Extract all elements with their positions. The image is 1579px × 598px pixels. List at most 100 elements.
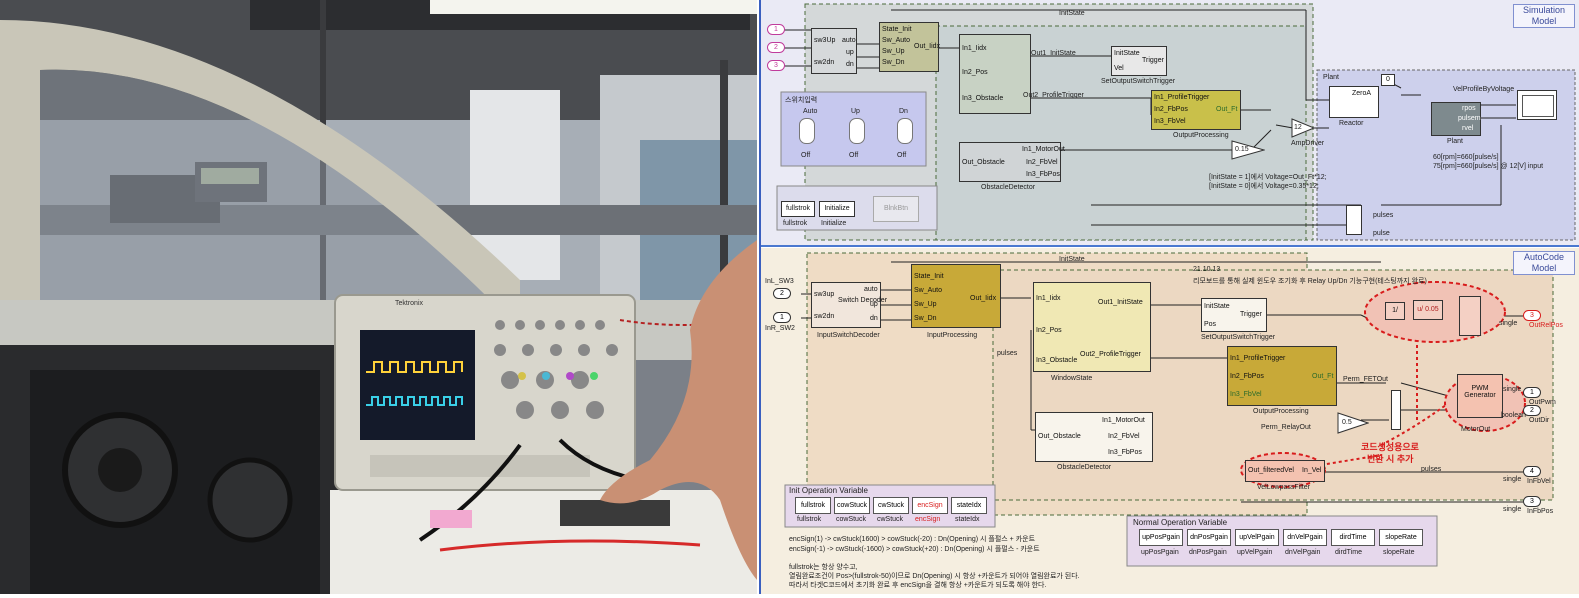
auto-ws-in2: In2_Pos bbox=[1036, 327, 1062, 334]
normal-var-dnVelPgain[interactable]: dnVelPgain bbox=[1283, 529, 1327, 546]
auto-ws-caption: WindowState bbox=[1051, 375, 1093, 382]
normal-var-dirdTime-label: dirdTime bbox=[1335, 549, 1362, 556]
auto-lowpass-filter[interactable]: Out_filteredVel In_Vel bbox=[1245, 460, 1325, 482]
sim-od-in3: In3_FbPos bbox=[1026, 171, 1060, 178]
normal-var-slopeRate[interactable]: slopeRate bbox=[1379, 529, 1423, 546]
sim-sd-out-up: up bbox=[846, 49, 854, 56]
auto-annotation-line2: 변환 시 추가 bbox=[1367, 454, 1414, 464]
sim-title-line2: Model bbox=[1531, 16, 1557, 26]
auto-sd-out3: dn bbox=[870, 315, 878, 322]
auto-inport-1[interactable]: 2 bbox=[773, 288, 791, 299]
sim-switch-decoder[interactable]: sw3Up sw2dn auto up dn bbox=[811, 28, 857, 74]
auto-outport-fbpos[interactable]: 3 bbox=[1523, 496, 1541, 507]
sim-scope-screen bbox=[1522, 95, 1554, 117]
init-var-cwstuck[interactable]: cwStuck bbox=[873, 497, 909, 514]
auto-title-line2: Model bbox=[1531, 263, 1557, 273]
normal-var-upVelPgain[interactable]: upVelPgain bbox=[1235, 529, 1279, 546]
auto-outport-pwm[interactable]: 1 bbox=[1523, 387, 1541, 398]
auto-sd-out1: auto bbox=[864, 286, 878, 293]
sim-pulses-label: pulses bbox=[1373, 212, 1394, 219]
auto-relpos-sum[interactable] bbox=[1459, 296, 1481, 336]
auto-outport-relpos[interactable]: 3 bbox=[1523, 310, 1541, 321]
sim-plant-port-rpos: rpos bbox=[1462, 105, 1476, 112]
auto-od-name: ObstacleDetector bbox=[1057, 464, 1112, 471]
auto-outport-relpos-type: single bbox=[1499, 320, 1518, 327]
sim-demux-block[interactable] bbox=[1346, 205, 1362, 235]
sim-toggle-auto[interactable] bbox=[799, 118, 815, 144]
sim-gain-block[interactable] bbox=[1231, 140, 1265, 160]
sim-plant-const[interactable]: 0 bbox=[1381, 74, 1395, 86]
sim-blank-button[interactable]: BlnkBtn bbox=[873, 196, 919, 222]
sim-plant-block[interactable]: rpos pulsem rvel bbox=[1431, 102, 1481, 136]
auto-output-processing[interactable]: In1_ProfileTrigger In2_FbPos In3_FbVel O… bbox=[1227, 346, 1337, 406]
sim-window-state[interactable]: In1_Iidx In2_Pos In3_Obstacle bbox=[959, 34, 1031, 114]
init-var-encsign[interactable]: encSign bbox=[912, 497, 948, 514]
auto-outport-dir-label: OutDir bbox=[1529, 417, 1550, 424]
auto-switch-decoder[interactable]: sw3up sw2dn Switch Decoder auto up dn bbox=[811, 282, 887, 328]
auto-pwm-line1: PWM bbox=[1471, 385, 1489, 392]
auto-set-output-switch[interactable]: InitState Pos Trigger bbox=[1201, 298, 1267, 332]
sim-amp-block[interactable] bbox=[1291, 118, 1315, 138]
auto-gain-value: 0.5 bbox=[1342, 419, 1352, 426]
auto-inport-2[interactable]: 1 bbox=[773, 312, 791, 323]
auto-sd-out2: up bbox=[870, 301, 878, 308]
auto-window-state[interactable]: In1_Iidx In2_Pos In3_Obstacle Out1_InitS… bbox=[1033, 282, 1151, 372]
sim-initialize-caption: Initialize bbox=[821, 220, 847, 227]
auto-outport-dir[interactable]: 2 bbox=[1523, 405, 1541, 416]
sim-pulse-note2: 75[rpm]=660[pulse/s] @ 12[V] input bbox=[1433, 163, 1544, 170]
auto-outport-dir-type: boolean bbox=[1501, 412, 1526, 419]
sim-init-note2: [InitState = 0]에서 Voltage=0.35*12; bbox=[1209, 183, 1319, 190]
sim-set-output-switch[interactable]: InitState Vel Trigger bbox=[1111, 46, 1167, 76]
sim-zero-label: ZeroA bbox=[1352, 90, 1372, 97]
sim-inport-auto[interactable]: 1 bbox=[767, 24, 785, 35]
sim-initialize-button[interactable]: Initialize bbox=[819, 201, 855, 217]
normal-var-upPosPgain[interactable]: upPosPgain bbox=[1139, 529, 1183, 546]
auto-relpos-delay[interactable]: 1/ bbox=[1385, 302, 1405, 320]
sim-od-in1: In1_MotorOut bbox=[1022, 146, 1065, 153]
init-var-fullstrok[interactable]: fullstrok bbox=[795, 497, 831, 514]
sim-ws-out2: Out2_ProfileTrigger bbox=[1023, 92, 1084, 99]
sim-sd-out-dn: dn bbox=[846, 61, 854, 68]
sim-sd-in-b: sw2dn bbox=[814, 59, 835, 66]
sim-output-processing[interactable]: In1_ProfileTrigger In2_FbPos In3_FbVel O… bbox=[1151, 90, 1241, 130]
sim-amp-label: AmpDriver bbox=[1291, 140, 1325, 147]
normal-var-dnPosPgain[interactable]: dnPosPgain bbox=[1187, 529, 1231, 546]
auto-mux-block[interactable] bbox=[1391, 390, 1401, 430]
auto-outport-fbvel-type: single bbox=[1503, 476, 1522, 483]
sim-inport-dn[interactable]: 3 bbox=[767, 60, 785, 71]
auto-outport-pwm-type: single bbox=[1503, 386, 1522, 393]
sim-ws-in1: In1_Iidx bbox=[962, 45, 987, 52]
simulink-diagram: Simulation Model InitState 1 2 3 sw3Up s… bbox=[759, 0, 1579, 594]
sim-op-in3: In3_FbVel bbox=[1154, 118, 1186, 125]
sim-so-out: Trigger bbox=[1142, 57, 1164, 64]
auto-sd-name: Switch Decoder bbox=[838, 297, 888, 304]
sim-op-out: Out_Ft bbox=[1216, 106, 1238, 113]
auto-pwm-caption: MotorOut bbox=[1461, 426, 1491, 433]
auto-title-line1: AutoCode bbox=[1523, 252, 1565, 262]
sim-toggle-up[interactable] bbox=[849, 118, 865, 144]
sim-scope-block[interactable] bbox=[1517, 90, 1557, 120]
auto-outport-fbvel[interactable]: 4 bbox=[1523, 466, 1541, 477]
sim-ip-in1: State_Init bbox=[882, 26, 912, 33]
auto-so-in2: Pos bbox=[1204, 321, 1217, 328]
normal-var-dirdTime[interactable]: dirdTime bbox=[1331, 529, 1375, 546]
auto-lpf-in: In_Vel bbox=[1302, 467, 1322, 474]
sim-fullstrok-button[interactable]: fullstrok bbox=[781, 201, 815, 217]
sim-ws-in3: In3_Obstacle bbox=[962, 95, 1004, 102]
init-var-stateidx[interactable]: stateIdx bbox=[951, 497, 987, 514]
full-note-1: fullstrok는 항상 양수고, bbox=[789, 564, 858, 571]
auto-obstacle-detector[interactable]: Out_Obstacle In1_MotorOut In2_FbVel In3_… bbox=[1035, 412, 1153, 462]
sim-op-in1: In1_ProfileTrigger bbox=[1154, 94, 1210, 101]
normal-var-title: Normal Operation Variable bbox=[1133, 518, 1228, 527]
sim-input-processing[interactable]: State_Init Sw_Auto Sw_Up Sw_Dn Out_Iidx bbox=[879, 22, 940, 72]
sim-toggle-up-state: Off bbox=[849, 152, 859, 159]
auto-input-processing[interactable]: State_Init Sw_Auto Sw_Up Sw_Dn Out_Iidx bbox=[911, 264, 1001, 328]
sim-inport-up[interactable]: 2 bbox=[767, 42, 785, 53]
init-var-cowstuck[interactable]: cowStuck bbox=[834, 497, 870, 514]
auto-pwm-generator[interactable]: PWM Generator bbox=[1457, 374, 1503, 418]
auto-relpos-gain[interactable]: u/ 0.05 bbox=[1413, 300, 1443, 320]
sim-reactor-block[interactable]: ZeroA bbox=[1329, 86, 1379, 118]
sim-obstacle-detector[interactable]: Out_Obstacle In1_MotorOut In2_FbVel In3_… bbox=[959, 142, 1065, 182]
auto-gain-block[interactable] bbox=[1337, 412, 1369, 434]
sim-toggle-dn[interactable] bbox=[897, 118, 913, 144]
